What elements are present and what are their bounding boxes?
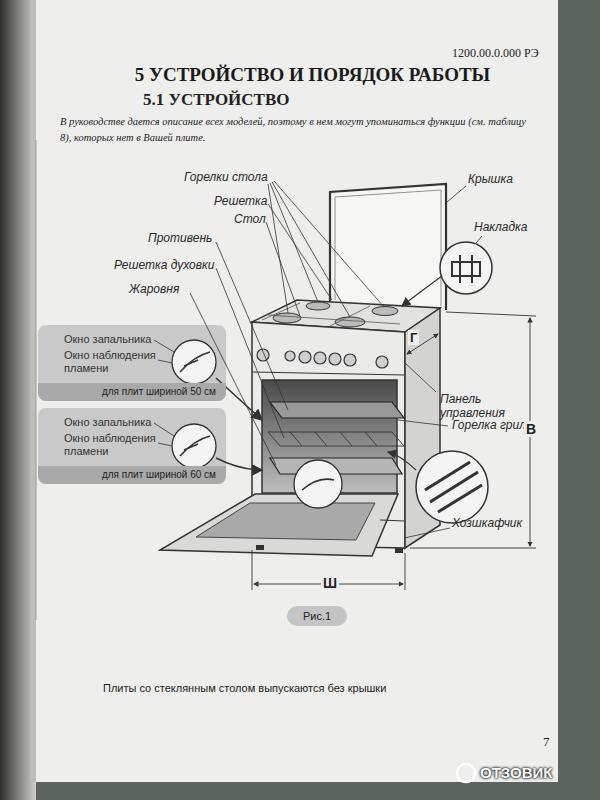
dimension-label: В <box>524 421 538 437</box>
part-label: Горелка гриль <box>452 418 532 432</box>
zoom-arrow <box>402 276 442 306</box>
zoom-circle <box>172 340 216 384</box>
foot <box>395 548 403 553</box>
foot <box>256 545 264 550</box>
cap-detail <box>452 255 480 283</box>
panel-text: Окно наблюдения пламени <box>64 432 168 458</box>
page-rule <box>36 140 37 620</box>
figure-caption: Рис.1 <box>287 606 347 626</box>
window-detail <box>302 479 334 490</box>
door-glass <box>196 503 375 540</box>
dimension-lines <box>252 312 536 590</box>
part-label: Решетка духовки <box>114 258 214 272</box>
grate <box>262 303 400 326</box>
burners <box>273 302 398 327</box>
paper-gutter <box>30 0 36 782</box>
knobs <box>257 349 388 368</box>
page-number: 7 <box>543 734 550 750</box>
part-label: Жаровня <box>129 282 179 296</box>
document-code: 1200.00.0.000 РЭ <box>452 46 539 61</box>
dimension-label: Г <box>408 330 419 345</box>
part-label: Решетка <box>214 194 267 208</box>
zoom-circle <box>294 460 342 508</box>
footnote: Плиты со стеклянным столом выпускаются б… <box>103 682 386 694</box>
panel-shape <box>38 325 226 401</box>
watermark: ОТЗОВИК <box>480 764 552 781</box>
note-text: В руководстве дается описание всех модел… <box>60 114 530 146</box>
dimension-label: Ш <box>321 575 339 591</box>
drawer-line <box>380 520 405 521</box>
callout-panel: Окно запальникаОкно наблюдения пламени дл… <box>38 408 226 484</box>
part-label: Горелки стола <box>184 170 268 184</box>
page-shadow-left <box>0 0 36 800</box>
window-detail <box>180 436 210 456</box>
window-detail <box>180 352 210 372</box>
oven-rack <box>268 432 404 446</box>
grill-detail <box>425 462 482 512</box>
part-label: Стол <box>234 212 266 226</box>
zoom-arrow <box>388 452 416 470</box>
zoom-circle <box>416 451 488 523</box>
zoom-circle <box>440 242 492 294</box>
watermark-icon <box>457 764 475 782</box>
panel-text: Окно запальника <box>64 416 151 428</box>
caption-pill <box>287 606 347 626</box>
panel-band-text: для плит шириной 60 см <box>38 466 226 484</box>
zoom-circle <box>172 424 216 468</box>
part-label: Накладка <box>474 220 527 234</box>
section-heading: 5.1 УСТРОЙСТВО <box>143 90 290 110</box>
page-title: 5 УСТРОЙСТВО И ПОРЯДОК РАБОТЫ <box>60 64 565 86</box>
lid-inner <box>335 190 441 306</box>
part-label: Крышка <box>468 172 513 186</box>
panel-band-text: для плит шириной 50 см <box>38 383 226 401</box>
tray <box>270 402 404 418</box>
part-label: Противень <box>148 231 212 245</box>
panel-text: Окно запальника <box>64 333 151 345</box>
oven-door <box>160 494 398 556</box>
panel-line <box>252 372 405 375</box>
panel-text: Окно наблюдения пламени <box>64 349 168 375</box>
part-label: Панель управления <box>440 392 522 420</box>
part-label: Хозшкафчик <box>452 516 522 530</box>
paper <box>30 0 558 782</box>
lid <box>330 184 446 310</box>
panel-shape <box>38 408 226 484</box>
callout-panel: Окно запальникаОкно наблюдения пламени дл… <box>38 325 226 401</box>
